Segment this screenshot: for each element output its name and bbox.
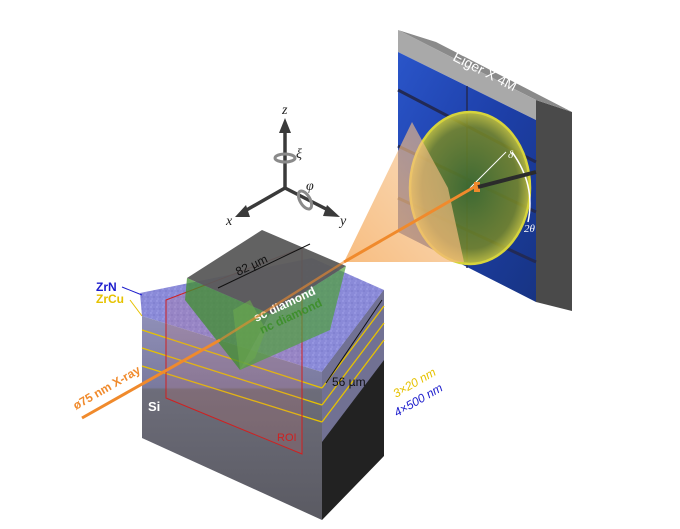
y-arrowhead bbox=[323, 205, 340, 217]
x-axis-label: x bbox=[225, 214, 233, 229]
xray-beam-outgoing bbox=[343, 184, 477, 264]
x-axis bbox=[242, 186, 286, 214]
x-arrowhead bbox=[235, 205, 250, 217]
zrcu-layer-line bbox=[141, 347, 323, 406]
xi-rotation-icon bbox=[273, 152, 297, 164]
detector-side-face bbox=[536, 100, 572, 311]
sample-right-coating bbox=[322, 290, 384, 442]
two-theta-label: 2θ bbox=[524, 223, 536, 235]
roi-label: ROI bbox=[277, 432, 297, 444]
sample-width-label: 56 µm bbox=[332, 375, 366, 389]
detector-housing-front bbox=[398, 30, 536, 120]
z-axis-label: z bbox=[281, 103, 288, 118]
z-arrowhead bbox=[279, 118, 291, 133]
xray-beam-through bbox=[219, 260, 345, 342]
sample-width-arrow bbox=[325, 299, 383, 384]
sample-front-face bbox=[142, 316, 322, 520]
xi-label: ξ bbox=[296, 147, 302, 162]
zrn-pointer bbox=[121, 286, 143, 296]
zrcu-layer-line bbox=[321, 339, 385, 423]
beamstop-arm bbox=[477, 170, 537, 189]
diamond-right-facet bbox=[240, 266, 346, 370]
coordinate-axes bbox=[235, 118, 340, 217]
phi-label: φ bbox=[306, 179, 314, 194]
diamond-top-face bbox=[187, 230, 346, 314]
detector-housing-top bbox=[398, 30, 572, 112]
two-theta-arc bbox=[511, 151, 531, 223]
diffraction-cone bbox=[344, 122, 464, 262]
zrn-label: ZrN bbox=[96, 280, 117, 294]
zrcu-label: ZrCu bbox=[96, 292, 124, 306]
diamond-width-arrow bbox=[217, 243, 311, 289]
xray-beam-incoming bbox=[81, 338, 221, 420]
delta-label: δ bbox=[508, 149, 514, 161]
beamstop bbox=[474, 182, 480, 192]
phi-rotation-icon bbox=[296, 189, 314, 211]
zrcu-layer-line bbox=[321, 322, 385, 406]
si-label: Si bbox=[148, 399, 160, 414]
y-axis bbox=[284, 186, 333, 214]
y-axis-label: y bbox=[338, 214, 347, 229]
zrcu-layer-line bbox=[141, 365, 323, 423]
zrcu-pointer bbox=[129, 299, 143, 317]
diamond-anvil: 82 µm sc diamond nc diamond bbox=[185, 230, 346, 370]
